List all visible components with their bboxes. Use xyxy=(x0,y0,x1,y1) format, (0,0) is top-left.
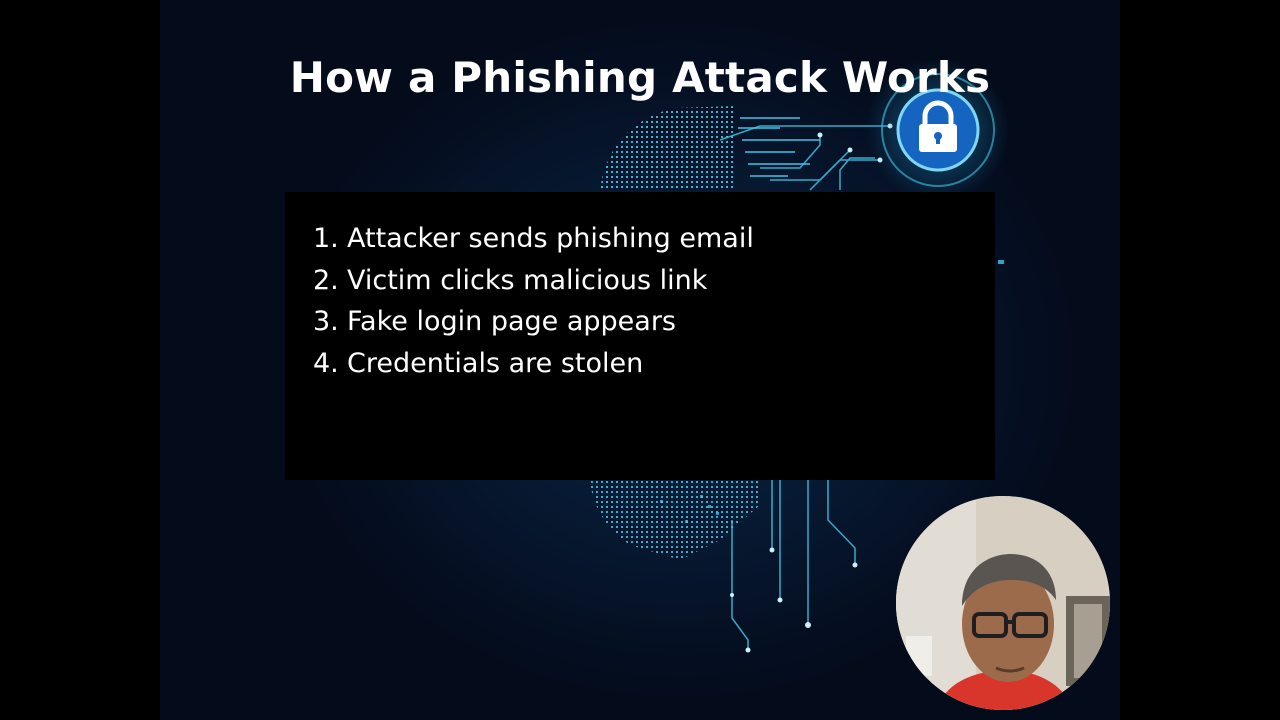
content-box: 1. Attacker sends phishing email 2. Vict… xyxy=(285,192,995,480)
presenter-webcam xyxy=(896,496,1110,710)
step-number: 3. xyxy=(313,306,339,337)
presenter-video xyxy=(896,496,1110,710)
letterbox-left xyxy=(0,0,160,720)
padlock-icon xyxy=(896,88,980,172)
letterbox-right xyxy=(1120,0,1280,720)
presentation-slide: How a Phishing Attack Works 1. Attacker … xyxy=(160,0,1120,720)
step-text: Credentials are stolen xyxy=(347,347,644,379)
step-number: 4. xyxy=(313,347,339,379)
step-text: Victim clicks malicious link xyxy=(347,264,708,296)
step-text: Attacker sends phishing email xyxy=(347,223,754,254)
step-text: Fake login page appears xyxy=(347,306,676,337)
step-item: 1. Attacker sends phishing email xyxy=(313,218,967,260)
slide-title: How a Phishing Attack Works xyxy=(289,53,991,102)
step-item: 4. Credentials are stolen xyxy=(313,343,967,385)
step-item: 3. Fake login page appears xyxy=(313,301,967,343)
step-number: 2. xyxy=(313,264,339,296)
step-item: 2. Victim clicks malicious link xyxy=(313,260,967,302)
steps-list: 1. Attacker sends phishing email 2. Vict… xyxy=(313,218,967,384)
step-number: 1. xyxy=(313,223,339,254)
